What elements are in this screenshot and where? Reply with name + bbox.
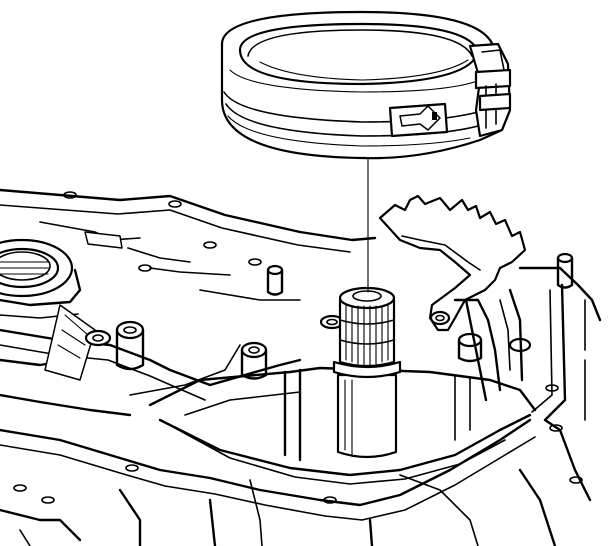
band-anchor-lever xyxy=(378,194,527,402)
transmission-case xyxy=(0,188,602,546)
servo-shaft xyxy=(332,286,402,459)
brake-band xyxy=(220,10,512,160)
